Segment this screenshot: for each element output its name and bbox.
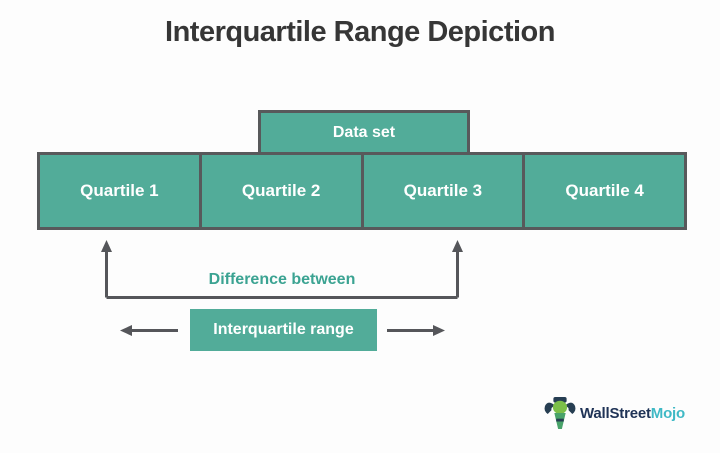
quartile-box-2: Quartile 2 xyxy=(198,155,361,227)
difference-between-label: Difference between xyxy=(208,271,356,288)
interquartile-range-label: Interquartile range xyxy=(213,321,354,338)
figure-title: Interquartile Range Depiction xyxy=(165,16,555,48)
quartile-3-label: Quartile 3 xyxy=(403,181,483,200)
quartile-1-label: Quartile 1 xyxy=(80,181,159,200)
quartile-row: Quartile 1 Quartile 2 Quartile 3 Quartil… xyxy=(37,152,687,230)
logo-text-wallstreet: WallStreet xyxy=(580,404,651,422)
quartile-box-4: Quartile 4 xyxy=(522,155,684,227)
dataset-box-label: Data set xyxy=(332,123,396,141)
quartile-box-1: Quartile 1 xyxy=(40,155,199,227)
logo-text-mojo: Mojo xyxy=(650,404,685,422)
quartile-2-label: Quartile 2 xyxy=(241,181,321,200)
quartile-box-3: Quartile 3 xyxy=(360,155,523,227)
dataset-box: Data set xyxy=(258,110,470,154)
wallstreetmojo-logo: WallStreetMojo xyxy=(543,394,685,432)
quartile-4-label: Quartile 4 xyxy=(565,181,644,200)
up-arrowheads xyxy=(101,240,463,252)
logo-wordmark: WallStreetMojo xyxy=(580,405,685,422)
interquartile-range-box: Interquartile range xyxy=(190,309,377,351)
mojo-mascot-icon xyxy=(544,396,576,430)
